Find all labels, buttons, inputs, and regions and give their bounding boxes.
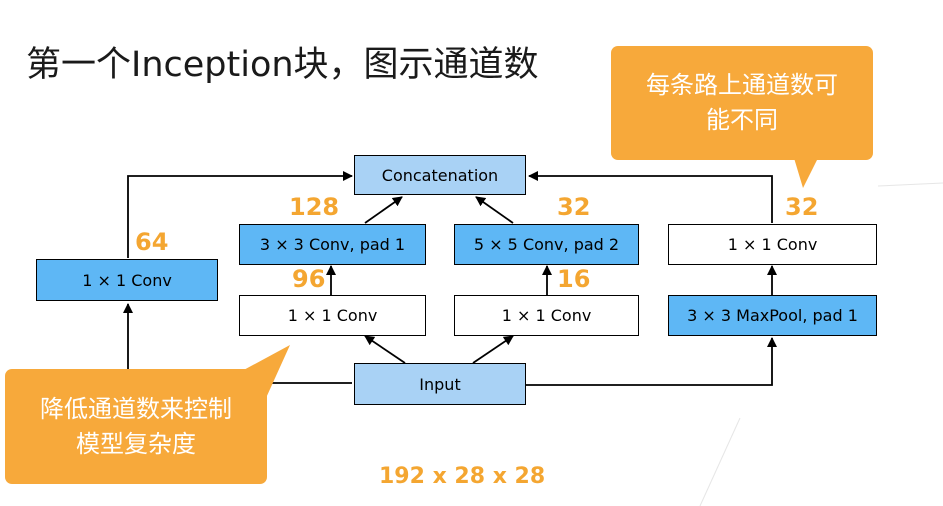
path3-out-channels: 32 (557, 193, 591, 221)
arrow-input-to-p4 (525, 337, 777, 386)
input-node: Input (354, 363, 526, 405)
path1-conv1x1-node: 1 × 1 Conv (36, 259, 218, 301)
path4-out-channels: 32 (785, 193, 819, 221)
input-dimensions: 192 x 28 x 28 (379, 464, 546, 489)
arrow-p3-to-concat (475, 196, 514, 224)
path2-mid-channels: 96 (292, 265, 326, 293)
arrow-input-to-p3 (472, 335, 514, 364)
concatenation-node: Concatenation (354, 155, 526, 195)
path3-conv5x5-node: 5 × 5 Conv, pad 2 (454, 224, 639, 265)
page-title: 第一个Inception块，图示通道数 (26, 45, 539, 85)
path3-conv1x1-node: 1 × 1 Conv (454, 295, 639, 336)
path3-mid-channels: 16 (557, 265, 591, 293)
path4-maxpool-node: 3 × 3 MaxPool, pad 1 (668, 295, 877, 336)
path2-conv3x3-node: 3 × 3 Conv, pad 1 (239, 224, 426, 265)
path4-conv1x1-node: 1 × 1 Conv (668, 224, 877, 265)
arrow-p1-to-concat (127, 171, 353, 258)
path2-out-channels: 128 (289, 193, 340, 221)
callout-line-2: 能不同 (706, 106, 778, 134)
callout-line-1: 降低通道数来控制 (40, 394, 232, 423)
arrow-p4-to-concat (528, 171, 773, 223)
arrow-input-to-p2 (364, 335, 406, 364)
arrow-p2-to-concat (364, 196, 403, 224)
callout-line-1: 每条路上通道数可 (646, 71, 838, 99)
path2-conv1x1-node: 1 × 1 Conv (239, 295, 426, 336)
path1-out-channels: 64 (135, 228, 169, 256)
callout-line-2: 模型复杂度 (76, 429, 196, 458)
